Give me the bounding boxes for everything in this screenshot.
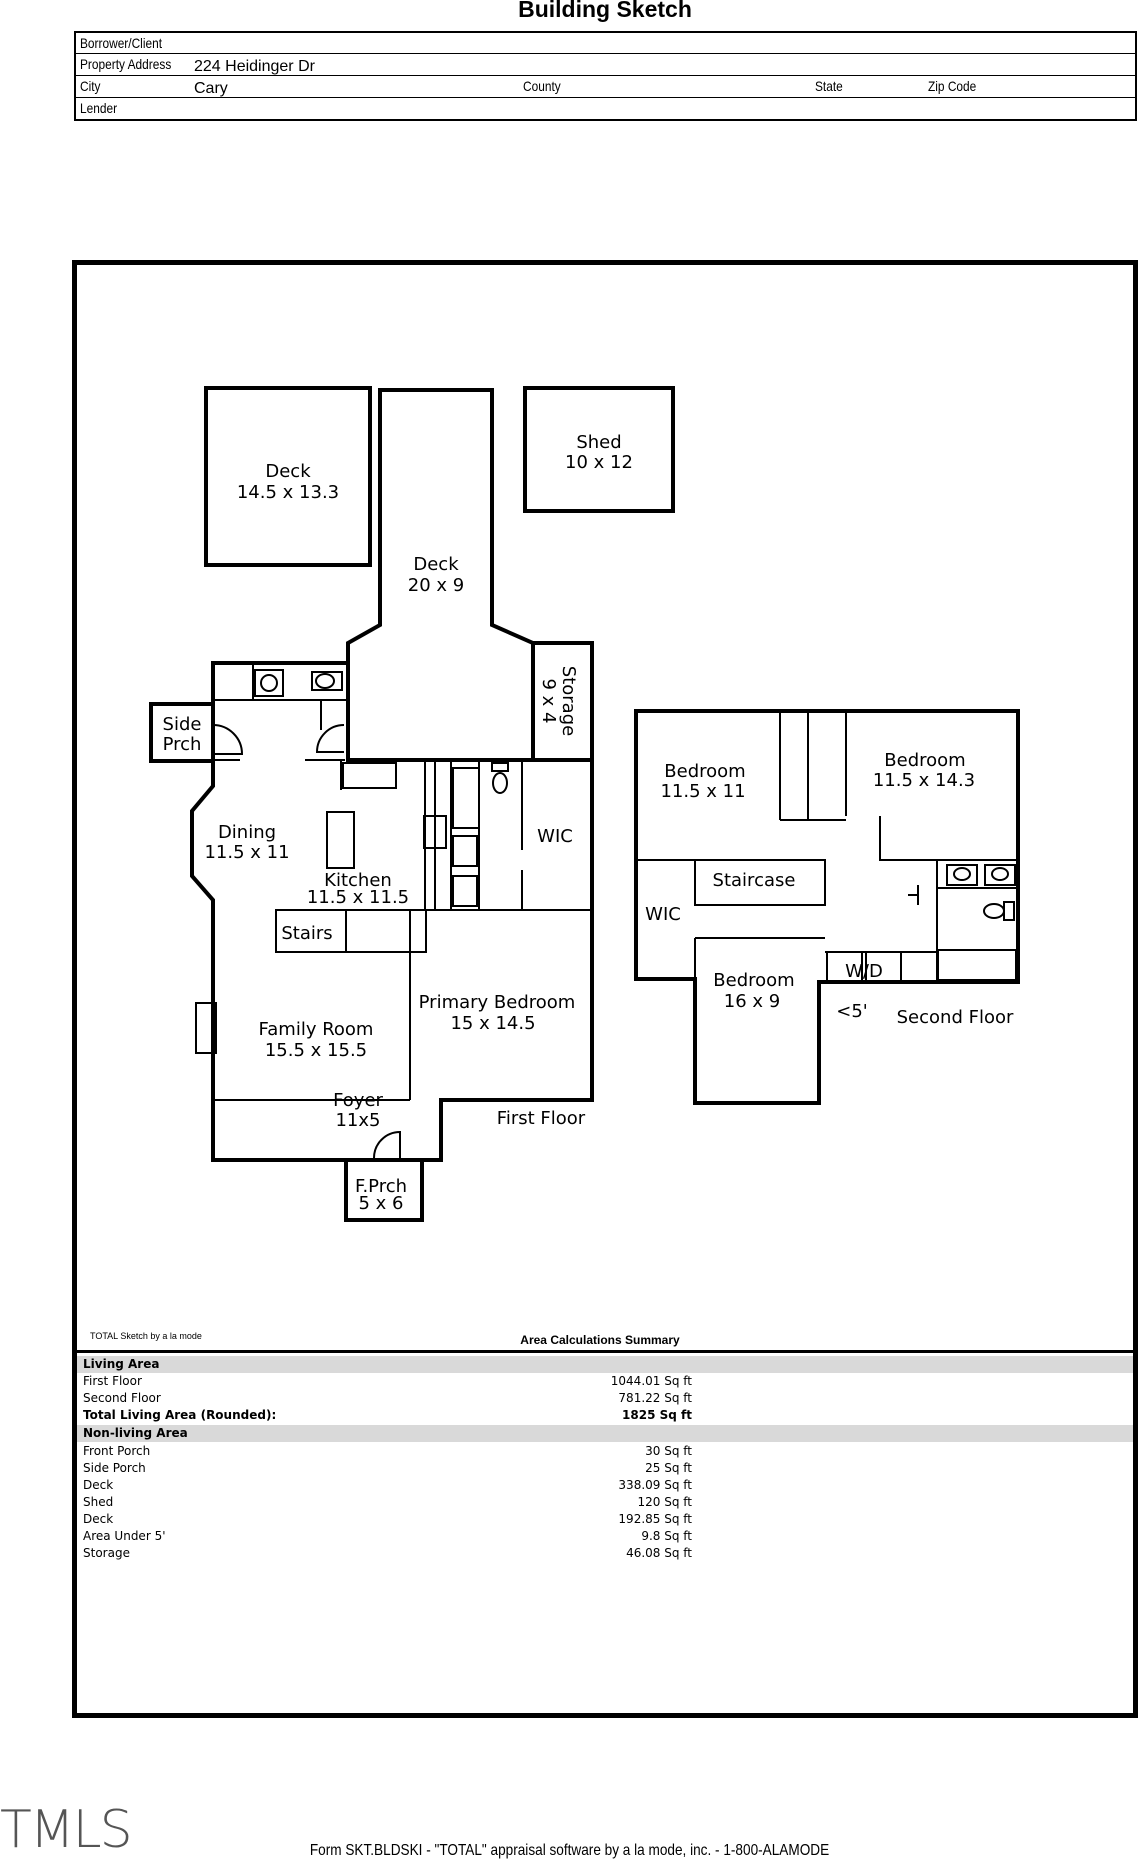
- borrower-row: Borrower/Client: [76, 33, 1135, 54]
- summary-row-label: Deck: [83, 1478, 114, 1492]
- summary-row-value: 46.08 Sq ft: [626, 1546, 692, 1560]
- shed-dims: 10 x 12: [565, 452, 633, 473]
- summary-row-value: 1044.01 Sq ft: [610, 1374, 692, 1388]
- deck-1-label: Deck: [265, 461, 311, 482]
- summary-divider: [72, 1350, 1138, 1353]
- summary-row-label: First Floor: [83, 1374, 142, 1388]
- address-value: 224 Heidinger Dr: [194, 58, 315, 75]
- sketch-credit: TOTAL Sketch by a la mode: [90, 1331, 202, 1341]
- summary-row: First Floor 1044.01 Sq ft: [77, 1373, 1133, 1390]
- kitchen-dims: 11.5 x 11.5: [307, 887, 409, 908]
- summary-row-label: Deck: [83, 1512, 114, 1526]
- page-title: Building Sketch: [518, 0, 692, 22]
- summary-row: Storage 46.08 Sq ft: [77, 1545, 1133, 1562]
- front-porch-outline: [344, 1158, 424, 1222]
- city-label: City: [80, 78, 101, 94]
- summary-row-value: 338.09 Sq ft: [618, 1478, 692, 1492]
- second-floor-label: Second Floor: [897, 1007, 1014, 1028]
- living-area-header-label: Living Area: [83, 1357, 160, 1371]
- dining-label: Dining: [218, 822, 276, 843]
- summary-row: Side Porch 25 Sq ft: [77, 1460, 1133, 1477]
- summary-row-label: Storage: [83, 1546, 130, 1560]
- summary-row-value: 9.8 Sq ft: [641, 1529, 692, 1543]
- summary-row: Area Under 5' 9.8 Sq ft: [77, 1528, 1133, 1545]
- summary-title: Area Calculations Summary: [520, 1333, 680, 1347]
- kitchen-label: Kitchen: [324, 870, 392, 891]
- bedroom-2-label: Bedroom: [884, 750, 965, 771]
- first-floor-outline: [190, 661, 594, 1162]
- living-total-label: Total Living Area (Rounded):: [83, 1408, 277, 1422]
- primary-bedroom-dims: 15 x 14.5: [450, 1013, 535, 1034]
- lender-row: Lender: [76, 98, 1135, 119]
- summary-row-value: 30 Sq ft: [645, 1444, 692, 1458]
- stairs-label: Stairs: [281, 923, 332, 944]
- summary-row: Shed 120 Sq ft: [77, 1494, 1133, 1511]
- property-info-box: Borrower/Client Property Address 224 Hei…: [74, 31, 1137, 121]
- under-5ft-label: <5': [836, 1001, 867, 1022]
- primary-bedroom-label: Primary Bedroom: [419, 992, 576, 1013]
- shed-label: Shed: [576, 432, 621, 453]
- address-label: Property Address: [80, 56, 172, 72]
- summary-row-label: Shed: [83, 1495, 114, 1509]
- deck-2-dims: 20 x 9: [408, 575, 464, 596]
- address-row: Property Address 224 Heidinger Dr: [76, 54, 1135, 76]
- state-label: State: [815, 78, 843, 94]
- borrower-label: Borrower/Client: [80, 35, 163, 51]
- non-living-area-header-label: Non-living Area: [83, 1426, 188, 1440]
- living-total-row: Total Living Area (Rounded): 1825 Sq ft: [77, 1407, 1133, 1424]
- summary-row-value: 192.85 Sq ft: [618, 1512, 692, 1526]
- side-porch-outline: [149, 702, 215, 763]
- dining-dims: 11.5 x 11: [204, 842, 289, 863]
- summary-row-label: Area Under 5': [83, 1529, 166, 1543]
- county-label: County: [523, 78, 561, 94]
- summary-row: Second Floor 781.22 Sq ft: [77, 1390, 1133, 1407]
- lender-label: Lender: [80, 100, 118, 116]
- summary-row-label: Second Floor: [83, 1391, 161, 1405]
- mls-logo: TMLS: [0, 1800, 133, 1860]
- summary-row-label: Side Porch: [83, 1461, 146, 1475]
- summary-row: Deck 192.85 Sq ft: [77, 1511, 1133, 1528]
- staircase-label: Staircase: [713, 870, 796, 891]
- non-living-area-header: Non-living Area: [77, 1425, 1133, 1442]
- side-porch-label: Side: [163, 714, 202, 735]
- bedroom-1-label: Bedroom: [664, 761, 745, 782]
- front-porch-label: F.Prch: [355, 1176, 407, 1197]
- deck-1-outline: [204, 386, 372, 567]
- deck-2-label: Deck: [413, 554, 459, 575]
- washer-dryer-label: W/D: [845, 961, 883, 982]
- zip-label: Zip Code: [928, 78, 977, 94]
- summary-row: Deck 338.09 Sq ft: [77, 1477, 1133, 1494]
- city-value: Cary: [194, 80, 228, 97]
- storage-dims: 9 x 4: [538, 679, 559, 724]
- bedroom-2-dims: 11.5 x 14.3: [873, 770, 975, 791]
- living-area-header: Living Area: [77, 1356, 1133, 1373]
- shed-outline: [523, 386, 675, 513]
- summary-row-value: 781.22 Sq ft: [618, 1391, 692, 1405]
- second-floor-outline: [634, 709, 1020, 1105]
- summary-row-value: 25 Sq ft: [645, 1461, 692, 1475]
- storage-label: Storage: [558, 666, 579, 736]
- living-total-value: 1825 Sq ft: [622, 1408, 692, 1422]
- deck-1-dims: 14.5 x 13.3: [237, 482, 339, 503]
- bedroom-3-label: Bedroom: [713, 970, 794, 991]
- family-room-dims: 15.5 x 15.5: [265, 1040, 367, 1061]
- form-footer: Form SKT.BLDSKI - "TOTAL" appraisal soft…: [309, 1842, 830, 1859]
- side-porch-label-2: Prch: [163, 734, 202, 755]
- front-porch-dims: 5 x 6: [359, 1193, 404, 1214]
- bedroom-1-dims: 11.5 x 11: [660, 781, 745, 802]
- sketch-frame: [72, 260, 1138, 1718]
- foyer-label: Foyer: [333, 1090, 383, 1111]
- city-row: City Cary County State Zip Code: [76, 76, 1135, 98]
- summary-row: Front Porch 30 Sq ft: [77, 1443, 1133, 1460]
- bedroom-3-dims: 16 x 9: [724, 991, 780, 1012]
- wic-2-label: WIC: [645, 904, 681, 925]
- family-room-label: Family Room: [259, 1019, 374, 1040]
- foyer-dims: 11x5: [335, 1110, 380, 1131]
- first-floor-label: First Floor: [497, 1108, 586, 1129]
- summary-row-value: 120 Sq ft: [637, 1495, 693, 1509]
- wic-1-label: WIC: [537, 826, 573, 847]
- summary-row-label: Front Porch: [83, 1444, 151, 1458]
